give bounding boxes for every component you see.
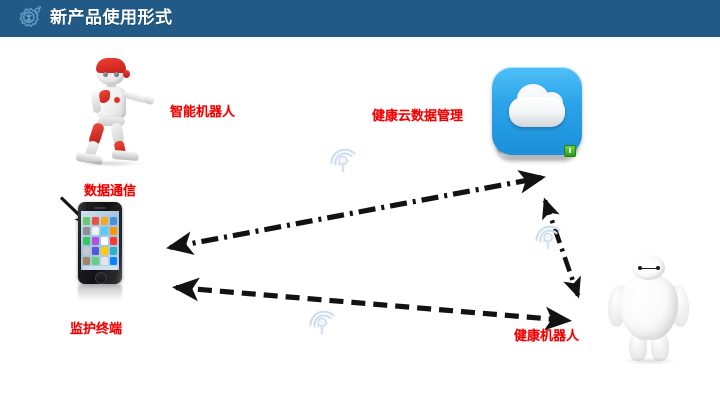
diagram-canvas: 智能机器人 数据通信 监护终端 健康云数据管理 健康机器人 xyxy=(0,37,720,405)
smartphone-icon xyxy=(78,202,122,284)
label-monitoring-terminal: 监护终端 xyxy=(70,322,123,337)
wireless-signal-icon xyxy=(531,222,565,256)
wireless-signal-icon xyxy=(305,307,339,341)
cloud-status-badge-icon xyxy=(564,145,576,157)
humanoid-robot-icon xyxy=(70,58,155,167)
label-health-cloud-data: 健康云数据管理 xyxy=(372,109,464,124)
page-title: 新产品使用形式 xyxy=(50,8,173,28)
connector-phone-to-cloud xyxy=(166,170,546,255)
cloud-storage-icon xyxy=(492,67,582,167)
slide-header: 新产品使用形式 xyxy=(0,0,720,37)
label-smart-robot: 智能机器人 xyxy=(170,105,236,120)
wireless-signal-icon xyxy=(326,145,360,179)
connector-phone-to-health-robot xyxy=(171,277,573,331)
baymax-robot-icon xyxy=(605,255,692,365)
smartphone-reflection xyxy=(78,285,122,301)
gear-person-icon xyxy=(12,4,42,34)
label-health-robot: 健康机器人 xyxy=(514,329,580,344)
label-data-communication: 数据通信 xyxy=(84,184,137,199)
